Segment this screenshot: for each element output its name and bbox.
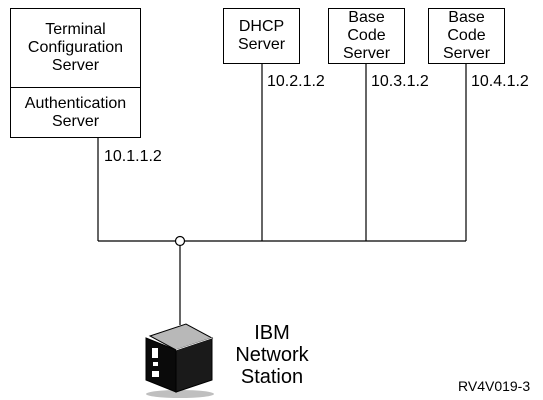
network-lines — [97, 64, 467, 325]
authentication-server-box: Authentication Server — [10, 87, 141, 138]
dhcp-server-label: DHCP Server — [237, 18, 286, 53]
authentication-server-label: Authentication Server — [24, 94, 127, 130]
terminal-config-server-label: Terminal Configuration Server — [27, 21, 124, 74]
base-code-server-2-label: Base Code Server — [442, 9, 491, 62]
terminal-config-server-box: Terminal Configuration Server — [10, 8, 141, 88]
base-code-server-1-label: Base Code Server — [342, 9, 391, 62]
network-junction — [174, 235, 186, 247]
base2-ip-label: 10.4.1.2 — [471, 73, 529, 90]
network-station-label: IBM Network Station — [235, 322, 309, 388]
network-station-device — [145, 323, 214, 398]
figure-id-label: RV4V019-3 — [458, 378, 531, 394]
base-code-server-2-box: Base Code Server — [428, 8, 505, 64]
base1-ip-label: 10.3.1.2 — [371, 73, 429, 90]
dhcp-server-box: DHCP Server — [223, 8, 300, 64]
dhcp-ip-label: 10.2.1.2 — [267, 73, 325, 90]
base-code-server-1-box: Base Code Server — [328, 8, 405, 64]
auth-ip-label: 10.1.1.2 — [104, 148, 162, 165]
